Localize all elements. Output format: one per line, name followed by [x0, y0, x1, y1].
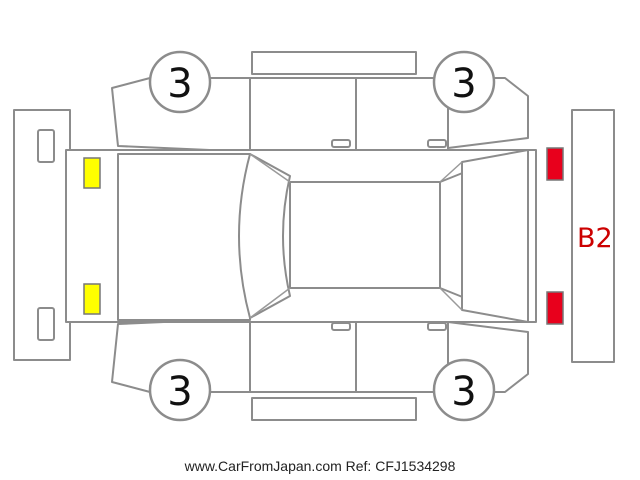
wheel-front-right: 3 [148, 358, 212, 422]
rear-bumper-damage-code: B2 [577, 223, 613, 254]
footer-reference: www.CarFromJapan.com Ref: CFJ1534298 [184, 458, 456, 474]
wheel-rear-right: 3 [432, 358, 496, 422]
rear-bumper-marker-top [546, 147, 564, 181]
wheel-rear-left: 3 [432, 50, 496, 114]
wheel-front-left: 3 [148, 50, 212, 114]
front-bumper-marker-bottom [83, 283, 101, 315]
rear-bumper-marker-bottom [546, 291, 564, 325]
front-bumper [13, 109, 71, 361]
rear-bumper [571, 109, 615, 363]
body-top-view [65, 149, 537, 323]
wheel-rear-right-grade: 3 [451, 369, 476, 415]
body-bottom-side [111, 317, 529, 421]
front-bumper-marker-top [83, 157, 101, 189]
wheel-front-left-grade: 3 [167, 61, 192, 107]
wheel-front-right-grade: 3 [167, 369, 192, 415]
wheel-rear-left-grade: 3 [451, 61, 476, 107]
